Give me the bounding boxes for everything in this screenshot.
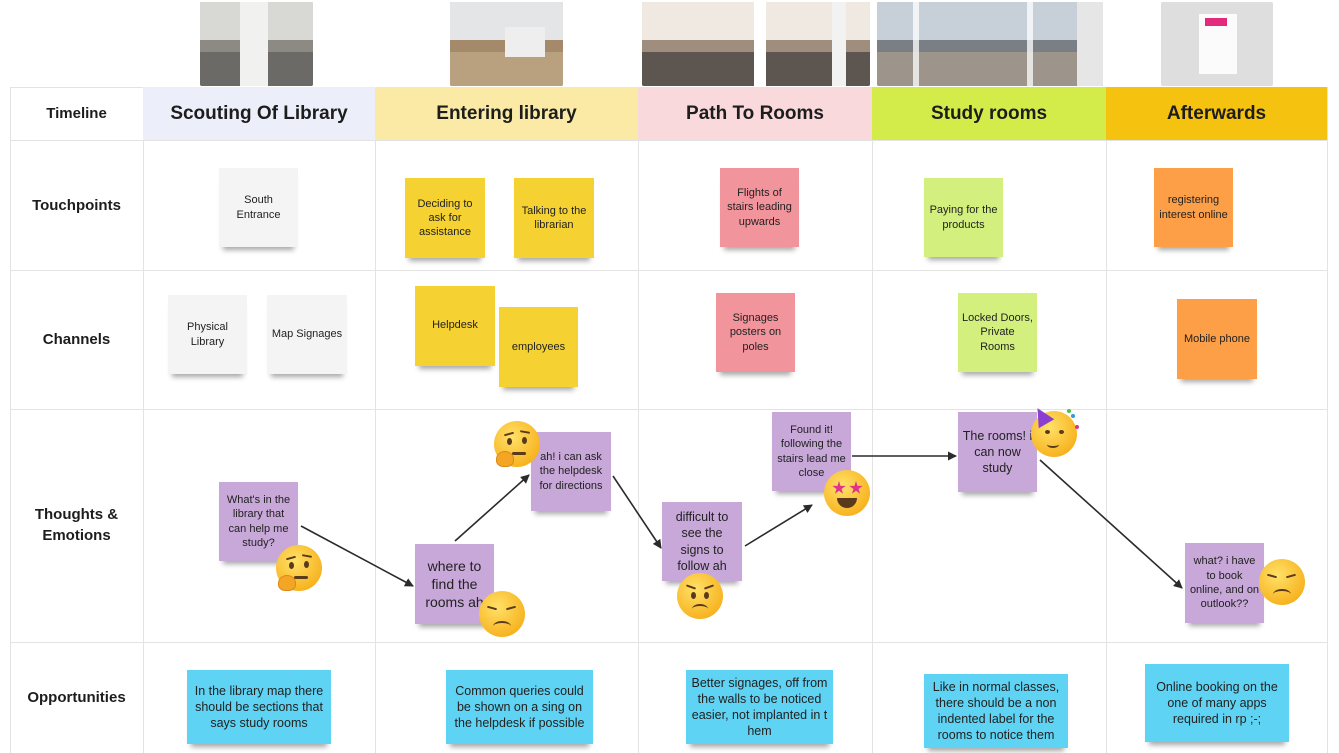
sticky-text: what? i have to book online, and on outl…: [1189, 555, 1260, 611]
sticky-talking-librarian[interactable]: Talking to the librarian: [514, 178, 594, 258]
photo-study-rooms: [877, 2, 1103, 86]
sticky-text: Talking to the librarian: [521, 204, 587, 231]
row-label-timeline: Timeline: [46, 105, 107, 122]
sticky-employees[interactable]: employees: [499, 307, 578, 387]
sticky-text: where to find the rooms ah: [425, 557, 484, 611]
sticky-whats-in-library[interactable]: What's in the library that can help me s…: [219, 482, 298, 561]
sticky-physical-library[interactable]: Physical Library: [168, 295, 247, 374]
row-label-touchpoints: Touchpoints: [32, 196, 121, 214]
sticky-online-booking[interactable]: Online booking on the one of many apps r…: [1145, 664, 1289, 742]
grid-line: [375, 87, 376, 753]
row-label-thoughts: Thoughts & Emotions: [34, 506, 119, 544]
flow-arrow: [1039, 459, 1183, 589]
grid-line: [638, 87, 639, 753]
flow-arrow: [612, 475, 662, 549]
sticky-paying-products[interactable]: Paying for the products: [924, 178, 1003, 257]
sticky-text: Signages posters on poles: [729, 312, 782, 353]
sticky-rooms-study[interactable]: The rooms! i can now study: [958, 412, 1037, 492]
sticky-text: Online booking on the one of many apps r…: [1156, 679, 1278, 727]
flow-arrow: [300, 525, 414, 587]
grid-line: [10, 87, 11, 753]
phase-entering: Entering library: [375, 87, 638, 140]
sticky-book-online[interactable]: what? i have to book online, and on outl…: [1185, 543, 1264, 623]
sticky-flights-stairs[interactable]: Flights of stairs leading upwards: [720, 168, 799, 247]
sticky-registering-interest[interactable]: registering interest online: [1154, 168, 1233, 247]
sticky-locked-doors[interactable]: Locked Doors, Private Rooms: [958, 293, 1037, 372]
sticky-text: Map Signages: [271, 328, 343, 341]
sticky-helpdesk[interactable]: Helpdesk: [415, 286, 495, 366]
row-label-opportunities: Opportunities: [27, 689, 126, 706]
sticky-text: South Entrance: [236, 194, 281, 221]
partying-face-icon: [1029, 403, 1079, 457]
sticky-south-entrance[interactable]: South Entrance: [219, 168, 298, 247]
grid-line: [10, 409, 1328, 410]
sticky-text: Deciding to ask for assistance: [417, 197, 473, 239]
flow-arrow: [744, 504, 813, 547]
photo-stairs: [642, 2, 870, 86]
frowning-face-icon: [677, 573, 723, 619]
sticky-text: Locked Doors, Private Rooms: [962, 312, 1033, 353]
sticky-text: Paying for the products: [929, 204, 998, 231]
sticky-text: The rooms! i can now study: [962, 428, 1033, 476]
sticky-text: ah! i can ask the helpdesk for direction…: [539, 451, 603, 492]
photo-library-desk: [450, 2, 563, 86]
sticky-text: Flights of stairs leading upwards: [727, 187, 792, 228]
phase-scouting: Scouting Of Library: [143, 87, 375, 140]
row-label-channels: Channels: [42, 331, 111, 348]
phase-path: Path To Rooms: [638, 87, 872, 140]
grid-line: [872, 87, 873, 753]
photo-notice: [1161, 2, 1273, 86]
sticky-text: employees: [511, 340, 566, 353]
sticky-map-signages[interactable]: Map Signages: [267, 295, 347, 374]
sticky-library-map[interactable]: In the library map there should be secti…: [187, 670, 331, 744]
flow-arrow: [454, 474, 530, 542]
phase-study-rooms: Study rooms: [872, 87, 1106, 140]
sticky-text: Physical Library: [187, 321, 228, 348]
sticky-deciding-assistance[interactable]: Deciding to ask for assistance: [405, 178, 485, 258]
disappointed-face-icon: [1259, 559, 1305, 605]
grid-line: [10, 642, 1328, 643]
grid-line: [1327, 87, 1328, 753]
grid-line: [1106, 87, 1107, 753]
sticky-text: Found it! following the stairs lead me c…: [777, 423, 846, 479]
sticky-text: Like in normal classes, there should be …: [932, 679, 1060, 743]
sticky-difficult-signs[interactable]: difficult to see the signs to follow ah: [662, 502, 742, 581]
sticky-text: What's in the library that can help me s…: [226, 493, 291, 549]
phase-afterwards: Afterwards: [1106, 87, 1327, 140]
grid-line: [143, 87, 144, 753]
thinking-face-icon: [494, 421, 540, 467]
grid-line: [10, 270, 1328, 271]
sticky-common-queries[interactable]: Common queries could be shown on a sing …: [446, 670, 593, 744]
grid-line: [10, 140, 1328, 141]
sticky-text: Mobile phone: [1183, 332, 1251, 345]
sticky-text: Common queries could be shown on a sing …: [454, 683, 585, 731]
sticky-text: Helpdesk: [432, 319, 478, 331]
photo-south-entrance: [200, 2, 313, 86]
sticky-can-ask-helpdesk[interactable]: ah! i can ask the helpdesk for direction…: [531, 432, 611, 511]
sticky-normal-classes[interactable]: Like in normal classes, there should be …: [924, 674, 1068, 748]
sticky-better-signages[interactable]: Better signages, off from the walls to b…: [686, 670, 833, 744]
sticky-text: difficult to see the signs to follow ah: [675, 510, 729, 573]
sticky-text: In the library map there should be secti…: [194, 683, 324, 731]
sticky-text: registering interest online: [1159, 194, 1228, 221]
sticky-signages-posters[interactable]: Signages posters on poles: [716, 293, 795, 372]
disappointed-face-icon: [479, 591, 525, 637]
thinking-face-icon: [276, 545, 322, 591]
sticky-text: Better signages, off from the walls to b…: [691, 675, 828, 739]
star-struck-face-icon: [824, 470, 870, 516]
sticky-mobile-phone[interactable]: Mobile phone: [1177, 299, 1257, 379]
